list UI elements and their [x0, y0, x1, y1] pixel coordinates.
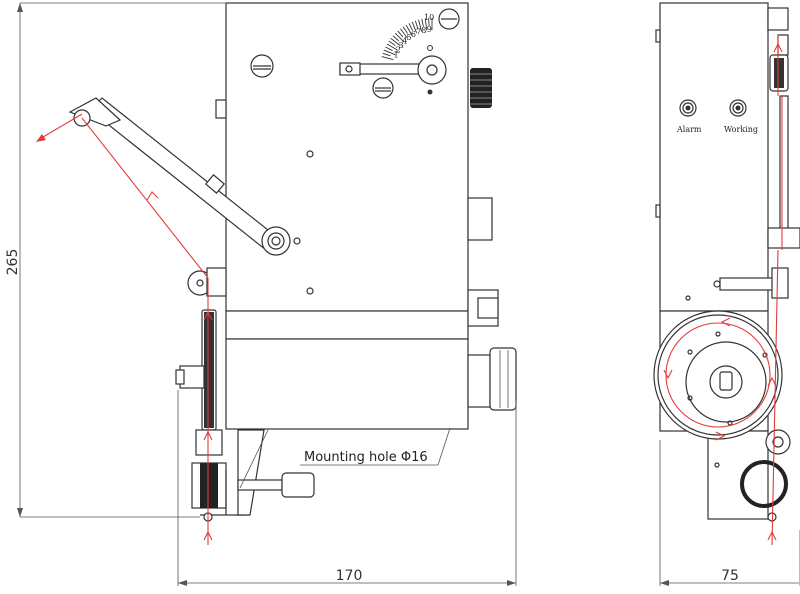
- scale-tick-label: 5: [406, 33, 411, 42]
- scale-tick: [402, 26, 408, 34]
- tension-arm: [68, 97, 291, 256]
- mid-band: [225, 310, 469, 340]
- height-dimension: 265: [5, 2, 225, 518]
- scale-tick: [424, 18, 428, 31]
- screw-head: [438, 8, 460, 30]
- scale-tick: [428, 18, 430, 27]
- scale-tick: [399, 28, 409, 39]
- belt-assembly: [175, 309, 315, 522]
- scale-tick: [388, 40, 396, 46]
- scale-tick: [408, 23, 413, 31]
- scale-max-label: 10: [424, 13, 434, 22]
- scale-tick: [381, 56, 394, 61]
- scale-tick: [386, 43, 398, 51]
- scale-tick: [411, 21, 418, 34]
- scale-tick-label: 8: [421, 26, 426, 35]
- scale-tick: [382, 52, 391, 57]
- upper-housing: [225, 2, 469, 312]
- height-label: 265: [5, 249, 21, 276]
- alarm-lamp: [679, 99, 697, 117]
- working-label: Working: [724, 125, 758, 134]
- width-dimension-side: 75: [659, 440, 800, 586]
- width-label-side: 75: [721, 568, 739, 584]
- scale-tick-label: 2: [396, 45, 401, 54]
- scale-tick-label: 7: [416, 27, 421, 36]
- scale-tick: [390, 37, 401, 47]
- mounting-hole-label: Mounting hole Φ16: [304, 450, 428, 465]
- scale-tick: [383, 49, 396, 56]
- tension-path: [36, 113, 213, 545]
- side-view: Alarm Working: [653, 2, 800, 586]
- scale-tick-label: 1: [394, 51, 399, 60]
- working-lamp: [729, 99, 747, 117]
- screw-head: [250, 54, 274, 78]
- scale-tick-label: 9: [427, 25, 432, 34]
- side-idler: [714, 429, 791, 522]
- knurled-knob: [470, 68, 492, 108]
- scale-tick: [394, 32, 405, 43]
- screw-head: [372, 77, 394, 99]
- lower-housing: [225, 338, 469, 430]
- alarm-label: Alarm: [676, 125, 702, 134]
- scale-tick-label: 4: [402, 37, 407, 46]
- mounting-hole-callout: Mounting hole Φ16: [239, 427, 451, 489]
- scale-tick-label: 6: [411, 30, 416, 39]
- width-label-front: 170: [336, 568, 363, 584]
- side-wheel: [653, 310, 783, 441]
- side-upper-housing: [659, 2, 769, 312]
- scale-tick: [392, 35, 400, 42]
- adjust-lever: [339, 45, 447, 95]
- scale-tick: [418, 19, 423, 32]
- scale-tick: [405, 24, 413, 36]
- scale-tick: [414, 20, 419, 29]
- guide-pulley: [187, 267, 227, 297]
- scale-tick-label: 3: [399, 41, 404, 50]
- width-dimension-front: 170: [177, 390, 517, 586]
- side-tension-arm: [713, 34, 800, 299]
- scale-tick: [421, 18, 424, 27]
- scale-tick: [385, 46, 393, 51]
- scale-tick: [397, 30, 404, 38]
- side-tension-path: [767, 35, 783, 546]
